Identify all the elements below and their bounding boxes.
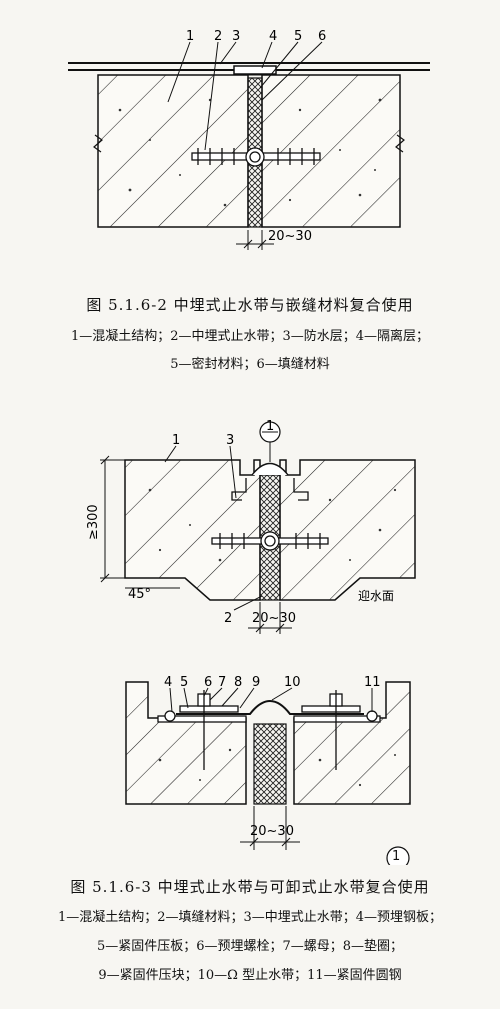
steel-plates [157, 715, 381, 723]
detail-marker-bottom-label: 1 [392, 849, 401, 864]
callout-2: 2 [214, 29, 222, 44]
height-dimension [100, 455, 125, 583]
callout-5: 5 [294, 29, 302, 44]
svg-text:1: 1 [266, 419, 274, 434]
fig2-dimension [248, 602, 292, 634]
detail-marker-top: 1 [259, 419, 281, 462]
fig2-caption: 图 5.1.6-3 中埋式止水带与可卸式止水带复合使用 [70, 878, 430, 896]
concrete-structure [97, 74, 401, 228]
fig3-callout-5: 5 [180, 675, 188, 690]
embedded-waterstop [191, 147, 321, 167]
fig1-dimension [236, 230, 274, 250]
fig2-callout-1: 1 [172, 433, 180, 448]
detail-marker-bottom [386, 846, 410, 865]
fig2-legend-line-3: 9—紧固件压块；10—Ω 型止水带；11—紧固件圆钢 [98, 968, 402, 983]
concrete-structure-2 [124, 459, 416, 601]
fig1-callouts: 1 2 3 4 5 6 [186, 29, 326, 44]
fig3-dimension [240, 806, 300, 850]
callout-4: 4 [269, 29, 277, 44]
fig2-dimension-label: 20~30 [252, 611, 296, 626]
fig1-legend-line-2: 5—密封材料；6—填缝材料 [170, 357, 330, 372]
fig1-legend-line-1: 1—混凝土结构；2—中埋式止水带；3—防水层；4—隔离层； [70, 329, 430, 344]
fig3-callout-7: 7 [218, 675, 226, 690]
anchor-brackets [231, 478, 309, 501]
concrete-structure-3 [125, 681, 411, 805]
fig1-caption: 图 5.1.6-2 中埋式止水带与嵌缝材料复合使用 [86, 296, 414, 314]
fig2-callout-2: 2 [224, 611, 232, 626]
callout-1: 1 [186, 29, 194, 44]
fig2-callout-3: 3 [226, 433, 234, 448]
omega-waterstop [176, 700, 364, 715]
fig3-callout-9: 9 [252, 675, 260, 690]
embedded-waterstop-2 [211, 531, 329, 551]
height-dimension-label: ≥300 [86, 504, 101, 540]
fig3-callout-4: 4 [164, 675, 172, 690]
figure-5-1-6-3-detail: 4 5 6 7 8 9 10 11 20~30 [0, 660, 500, 865]
fig3-callout-8: 8 [234, 675, 242, 690]
fasteners [164, 690, 378, 770]
angle-label: 45° [128, 587, 151, 602]
fig2-legend-line-1: 1—混凝土结构；2—填缝材料；3—中埋式止水带；4—预埋钢板； [57, 910, 443, 925]
fig2-legend-line-2: 5—紧固件压板；6—预埋螺栓；7—螺母；8—垫圈； [96, 939, 404, 954]
fig3-callout-11: 11 [364, 675, 381, 690]
figure-5-1-6-3-a: 1 ≥300 45° 迎水面 1 3 2 20~30 [0, 400, 500, 660]
fig3-callout-6: 6 [204, 675, 212, 690]
water-face-label: 迎水面 [358, 589, 394, 603]
fig1-dimension-label: 20~30 [268, 229, 312, 244]
figure-5-1-6-2: 1 2 3 4 5 6 20~30 [0, 0, 500, 290]
callout-3: 3 [232, 29, 240, 44]
joint-filler-3 [253, 723, 287, 805]
callout-6: 6 [318, 29, 326, 44]
fig3-callout-10: 10 [284, 675, 301, 690]
sealant-cap [233, 65, 277, 75]
fig3-dimension-label: 20~30 [250, 824, 294, 839]
